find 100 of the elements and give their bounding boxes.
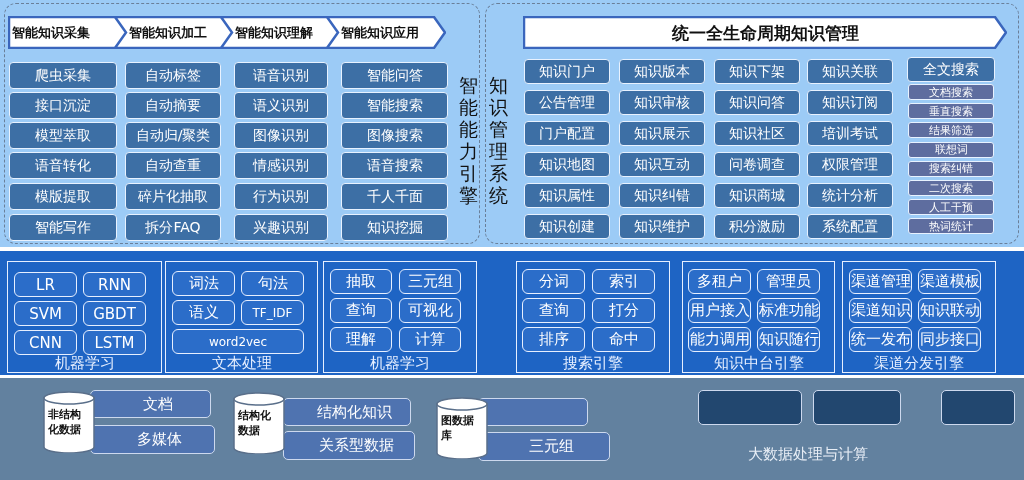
feature-box: 语音转化 — [9, 152, 117, 179]
engine-panel — [7, 261, 162, 373]
feature-box: word2vec — [172, 329, 304, 354]
feature-box: 排序 — [522, 327, 585, 352]
feature-box: 碎片化抽取 — [125, 183, 221, 210]
feature-box: 用户接入 — [688, 298, 751, 323]
feature-box: 知识下架 — [714, 59, 800, 84]
feature-box: GBDT — [83, 301, 146, 326]
feature-box: 可视化 — [399, 298, 461, 323]
engine-panel — [516, 261, 670, 373]
feature-box: 培训考试 — [807, 121, 893, 146]
platform-box — [698, 390, 802, 425]
feature-box: 渠道知识 — [849, 298, 912, 323]
data-box — [478, 398, 588, 426]
feature-box: 知识问答 — [714, 90, 800, 115]
panel-title: 渠道分发引擎 — [873, 354, 965, 372]
feature-box: 统一发布 — [849, 327, 912, 352]
data-box: 文档 — [90, 390, 211, 418]
platform-box — [813, 390, 901, 425]
feature-box: 结果筛选 — [908, 122, 994, 139]
feature-box: CNN — [14, 330, 77, 355]
feature-box: 知识展示 — [619, 121, 705, 146]
stage-title: 智能知识采集 — [12, 23, 90, 42]
panel-title: 搜索引擎 — [562, 354, 624, 372]
database-label: 图数据库 — [441, 413, 475, 443]
group-panel — [4, 3, 480, 244]
feature-box: 知识商城 — [714, 183, 800, 208]
feature-box: TF_IDF — [241, 300, 304, 325]
feature-box: 查询 — [330, 298, 392, 323]
feature-box: 智能写作 — [9, 214, 117, 241]
feature-box: 情感识别 — [234, 152, 328, 179]
feature-box: 知识关联 — [807, 59, 893, 84]
feature-box: 积分激励 — [714, 214, 800, 239]
feature-box: 模型萃取 — [9, 122, 117, 149]
feature-box: 知识互动 — [619, 152, 705, 177]
engine-panel — [682, 261, 835, 373]
panel-title: 机器学习 — [53, 354, 116, 372]
feature-box: 接口沉淀 — [9, 92, 117, 119]
feature-box: SVM — [14, 301, 77, 326]
section-caption: 大数据处理与计算 — [748, 445, 868, 464]
feature-box: 智能问答 — [341, 62, 448, 89]
feature-box: 知识纠错 — [619, 183, 705, 208]
feature-box: 知识随行 — [757, 327, 820, 352]
feature-box: 计算 — [399, 327, 461, 352]
feature-box: 索引 — [592, 269, 655, 294]
feature-box: 兴趣识别 — [234, 214, 328, 241]
feature-box: 拆分FAQ — [125, 214, 221, 241]
panel-title: 文本处理 — [210, 354, 273, 372]
feature-box: 千人千面 — [341, 183, 448, 210]
stage-title: 统一全生命周期知识管理 — [671, 22, 859, 43]
feature-box: 查询 — [522, 298, 585, 323]
feature-box: 抽取 — [330, 269, 392, 294]
feature-box: LR — [14, 272, 77, 297]
feature-box: 句法 — [241, 271, 304, 296]
feature-box: 行为识别 — [234, 183, 328, 210]
feature-box: 知识属性 — [524, 183, 610, 208]
feature-box: 知识挖掘 — [341, 214, 448, 241]
feature-box: 智能搜索 — [341, 92, 448, 119]
feature-box: 热词统计 — [908, 218, 994, 235]
group-panel — [485, 3, 1019, 244]
feature-box: LSTM — [83, 330, 146, 355]
feature-box: 图像搜索 — [341, 122, 448, 149]
data-box: 结构化知识 — [283, 398, 411, 426]
feature-box: 全文搜索 — [907, 57, 995, 82]
feature-box: 理解 — [330, 327, 392, 352]
feature-box: 标准功能 — [757, 298, 820, 323]
feature-box: 词法 — [172, 271, 235, 296]
feature-box: 模版提取 — [9, 183, 117, 210]
panel-title: 智能能力引擎 — [459, 74, 479, 206]
feature-box: 渠道模板 — [918, 269, 981, 294]
feature-box: 自动摘要 — [125, 92, 221, 119]
feature-box: 人工干预 — [908, 199, 994, 216]
data-box: 关系型数据 — [283, 431, 415, 460]
data-box: 多媒体 — [90, 425, 215, 454]
engine-panel — [165, 261, 318, 373]
panel-title: 知识管理系统 — [489, 74, 509, 206]
data-box: 三元组 — [478, 432, 610, 461]
feature-box: 知识版本 — [619, 59, 705, 84]
feature-box: 渠道管理 — [849, 269, 912, 294]
feature-box: 三元组 — [399, 269, 461, 294]
stage-title: 智能知识应用 — [341, 23, 419, 42]
feature-box: 知识门户 — [524, 59, 610, 84]
feature-box: 语义识别 — [234, 92, 328, 119]
engine-panel — [842, 261, 996, 373]
engine-panel — [323, 261, 477, 373]
feature-box: 自动查重 — [125, 152, 221, 179]
feature-box: 二次搜索 — [908, 180, 994, 196]
stage-title: 智能知识加工 — [129, 23, 207, 42]
platform-box — [941, 390, 1015, 425]
feature-box: 知识创建 — [524, 214, 610, 239]
feature-box: 分词 — [522, 269, 585, 294]
database-label: 非结构化数据 — [48, 407, 82, 437]
feature-box: 系统配置 — [807, 214, 893, 239]
feature-box: 问卷调查 — [714, 152, 800, 177]
feature-box: 打分 — [592, 298, 655, 323]
feature-box: 知识订阅 — [807, 90, 893, 115]
feature-box: 门户配置 — [524, 121, 610, 146]
feature-box: 知识社区 — [714, 121, 800, 146]
feature-box: 自动归/聚类 — [125, 122, 221, 149]
feature-box: 知识地图 — [524, 152, 610, 177]
